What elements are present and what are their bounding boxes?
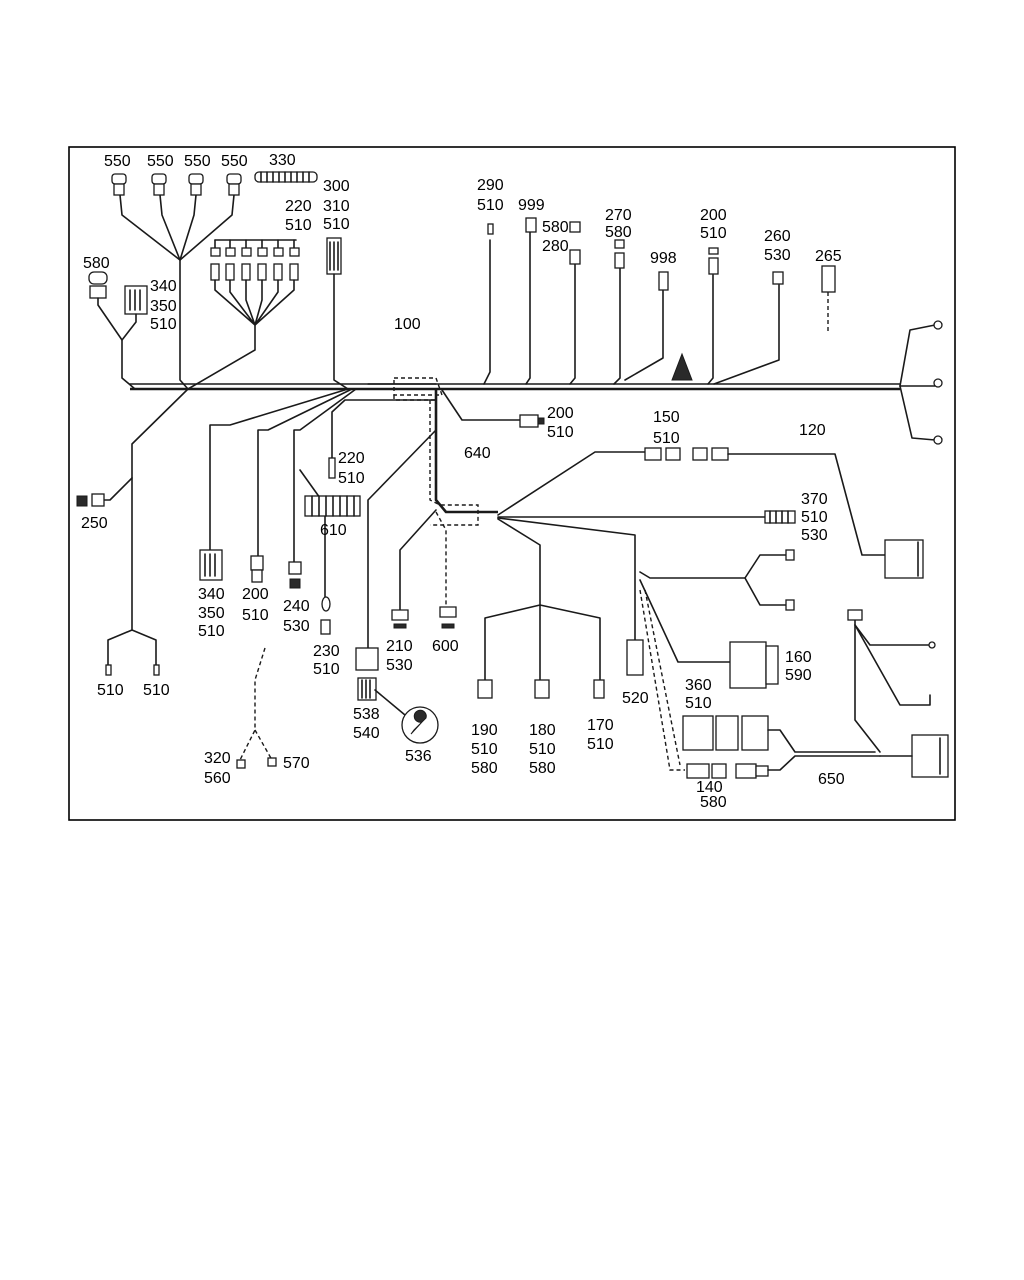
sensor-550-connectors bbox=[111, 173, 242, 196]
label-510-180: 510 bbox=[529, 741, 556, 758]
label-320: 320 bbox=[204, 750, 231, 767]
label-530-260: 530 bbox=[764, 247, 791, 264]
label-350-bot: 350 bbox=[198, 605, 225, 622]
label-580-180: 580 bbox=[529, 760, 556, 777]
label-220-top: 220 bbox=[285, 198, 312, 215]
label-230: 230 bbox=[313, 643, 340, 660]
sensor-550-branch bbox=[119, 194, 235, 390]
label-580-270: 580 bbox=[605, 224, 632, 241]
main-trunk bbox=[129, 324, 936, 441]
label-350-top: 350 bbox=[150, 298, 177, 315]
label-999: 999 bbox=[518, 197, 545, 214]
label-210: 210 bbox=[386, 638, 413, 655]
label-530-240: 530 bbox=[283, 618, 310, 635]
label-998: 998 bbox=[650, 250, 677, 267]
label-510-190: 510 bbox=[471, 741, 498, 758]
label-200-top: 200 bbox=[700, 207, 727, 224]
label-220-mid: 220 bbox=[338, 450, 365, 467]
connector-200-mid bbox=[441, 389, 545, 428]
label-160: 160 bbox=[785, 649, 812, 666]
label-200-mid: 200 bbox=[547, 405, 574, 422]
label-180: 180 bbox=[529, 722, 556, 739]
label-530-210: 530 bbox=[386, 657, 413, 674]
label-510-220top: 510 bbox=[285, 217, 312, 234]
tool-symbol-536 bbox=[374, 689, 439, 744]
label-200-bot: 200 bbox=[242, 586, 269, 603]
label-510-370: 510 bbox=[801, 509, 828, 526]
label-170: 170 bbox=[587, 717, 614, 734]
fuse-strip-330 bbox=[254, 171, 318, 183]
label-520: 520 bbox=[622, 690, 649, 707]
label-540: 540 bbox=[353, 725, 380, 742]
connector-300 bbox=[326, 237, 349, 390]
label-510-150: 510 bbox=[653, 430, 680, 447]
right-end-terminals bbox=[933, 320, 943, 445]
label-270: 270 bbox=[605, 207, 632, 224]
label-580-280: 580 bbox=[542, 219, 569, 236]
label-310: 310 bbox=[323, 198, 350, 215]
label-340-bot: 340 bbox=[198, 586, 225, 603]
label-510-200bot: 510 bbox=[242, 607, 269, 624]
label-570: 570 bbox=[283, 755, 310, 772]
label-510-ll: 510 bbox=[97, 682, 124, 699]
label-550-d: 550 bbox=[221, 153, 248, 170]
label-590: 590 bbox=[785, 667, 812, 684]
label-650: 650 bbox=[818, 771, 845, 788]
label-140: 140 bbox=[696, 779, 723, 796]
label-550-c: 550 bbox=[184, 153, 211, 170]
connector-340-top bbox=[121, 285, 148, 341]
label-600: 600 bbox=[432, 638, 459, 655]
label-580-190: 580 bbox=[471, 760, 498, 777]
label-550-b: 550 bbox=[147, 153, 174, 170]
label-610: 610 bbox=[320, 522, 347, 539]
lower-right-group bbox=[682, 609, 949, 779]
label-240: 240 bbox=[283, 598, 310, 615]
label-560: 560 bbox=[204, 770, 231, 787]
label-550-a: 550 bbox=[104, 153, 131, 170]
label-360: 360 bbox=[685, 677, 712, 694]
label-340-top: 340 bbox=[150, 278, 177, 295]
label-120: 120 bbox=[799, 422, 826, 439]
label-370: 370 bbox=[801, 491, 828, 508]
label-510-300: 510 bbox=[323, 216, 350, 233]
label-510-170: 510 bbox=[587, 736, 614, 753]
branch-left-low bbox=[76, 388, 189, 676]
label-538: 538 bbox=[353, 706, 380, 723]
diagram-frame bbox=[68, 146, 956, 821]
label-265: 265 bbox=[815, 248, 842, 265]
label-510-340bot: 510 bbox=[198, 623, 225, 640]
label-580-140: 580 bbox=[700, 794, 727, 811]
label-530-370: 530 bbox=[801, 527, 828, 544]
label-290: 290 bbox=[477, 177, 504, 194]
label-640: 640 bbox=[464, 445, 491, 462]
label-100: 100 bbox=[394, 316, 421, 333]
label-300: 300 bbox=[323, 178, 350, 195]
label-510-290: 510 bbox=[477, 197, 504, 214]
hub-region-100-640 bbox=[393, 377, 498, 526]
label-510-220mid: 510 bbox=[338, 470, 365, 487]
label-510-200top: 510 bbox=[700, 225, 727, 242]
label-510-200mid: 510 bbox=[547, 424, 574, 441]
label-510-340top: 510 bbox=[150, 316, 177, 333]
fuse-block-610 bbox=[304, 495, 361, 517]
top-right-branches bbox=[483, 217, 836, 385]
connector-fan-220 bbox=[187, 239, 300, 390]
dashed-branch-320 bbox=[236, 647, 277, 769]
label-330: 330 bbox=[269, 152, 296, 169]
lower-hub-branches bbox=[477, 447, 924, 771]
label-536: 536 bbox=[405, 748, 432, 765]
hub-left-drops bbox=[209, 388, 447, 649]
label-510-230: 510 bbox=[313, 661, 340, 678]
hub-left-connectors bbox=[199, 457, 457, 701]
label-150: 150 bbox=[653, 409, 680, 426]
callout-labels: 550 550 550 550 330 300 310 510 220 510 … bbox=[81, 152, 845, 811]
label-580-left: 580 bbox=[83, 255, 110, 272]
label-190: 190 bbox=[471, 722, 498, 739]
label-260: 260 bbox=[764, 228, 791, 245]
label-510-lr: 510 bbox=[143, 682, 170, 699]
label-510-360: 510 bbox=[685, 695, 712, 712]
label-280: 280 bbox=[542, 238, 569, 255]
label-250: 250 bbox=[81, 515, 108, 532]
